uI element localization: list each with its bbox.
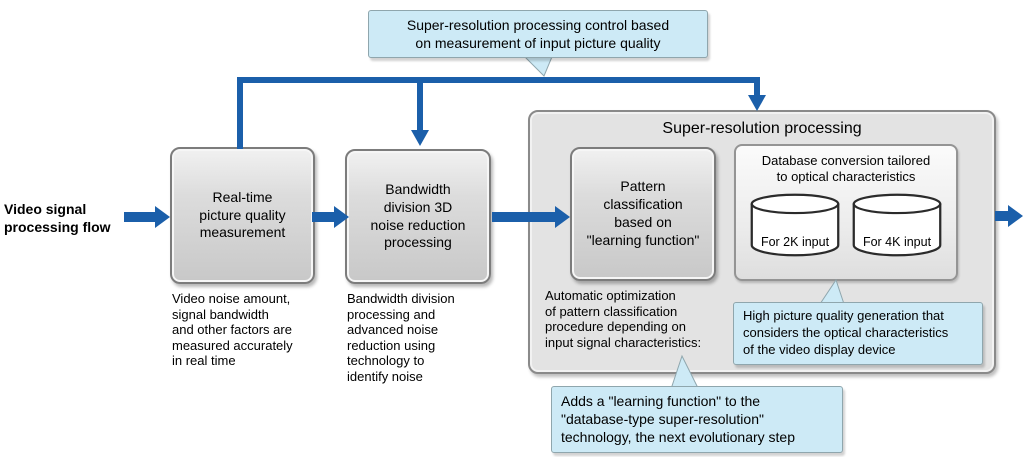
box-database-conversion: Database conversion tailored to optical …: [734, 144, 958, 281]
caption-box3: Automatic optimization of pattern classi…: [545, 288, 702, 350]
control-arrowhead-container: [748, 95, 766, 111]
control-arrowhead-box2: [411, 130, 429, 146]
box-realtime-picture-quality-measurement: Real-time picture quality measurement: [170, 147, 315, 284]
database-4k-label: For 4K input: [862, 234, 932, 249]
database-cylinder-icon: [852, 193, 942, 256]
caption-box2: Bandwidth division processing and advanc…: [347, 291, 455, 384]
cylinder-body: [750, 203, 840, 256]
arrow-box1-to-box2: [312, 206, 349, 228]
box-database-conversion-title: Database conversion tailored to optical …: [761, 153, 931, 185]
box-pattern-classification: Pattern classification based on "learnin…: [570, 147, 716, 281]
callout-control: Super-resolution processing control base…: [368, 10, 708, 59]
database-2k: For 2K input: [748, 192, 842, 258]
callout-high-picture-quality: High picture quality generation that con…: [733, 302, 983, 365]
callout-learning-function: Adds a "learning function" to the "datab…: [551, 386, 843, 453]
cylinder-top: [852, 193, 942, 214]
cylinder-body: [852, 203, 942, 256]
super-resolution-processing-title: Super-resolution processing: [662, 120, 862, 137]
box-realtime-picture-quality-measurement-label: Real-time picture quality measurement: [199, 188, 286, 241]
box-bandwidth-division-noise-reduction: Bandwidth division 3D noise reduction pr…: [345, 149, 491, 284]
database-cylinders-row: For 2K input For 4K input: [748, 192, 944, 258]
video-signal-flow-label: Video signal processing flow: [4, 201, 111, 236]
arrow-input: [124, 206, 170, 228]
database-4k: For 4K input: [850, 192, 944, 258]
box-pattern-classification-label: Pattern classification based on "learnin…: [586, 178, 700, 248]
database-2k-label: For 2K input: [760, 234, 830, 249]
arrow-output: [995, 205, 1023, 227]
caption-box1: Video noise amount, signal bandwidth and…: [172, 291, 293, 369]
database-cylinder-icon: [750, 193, 840, 256]
cylinder-top: [750, 193, 840, 214]
box-bandwidth-division-noise-reduction-label: Bandwidth division 3D noise reduction pr…: [370, 180, 466, 251]
